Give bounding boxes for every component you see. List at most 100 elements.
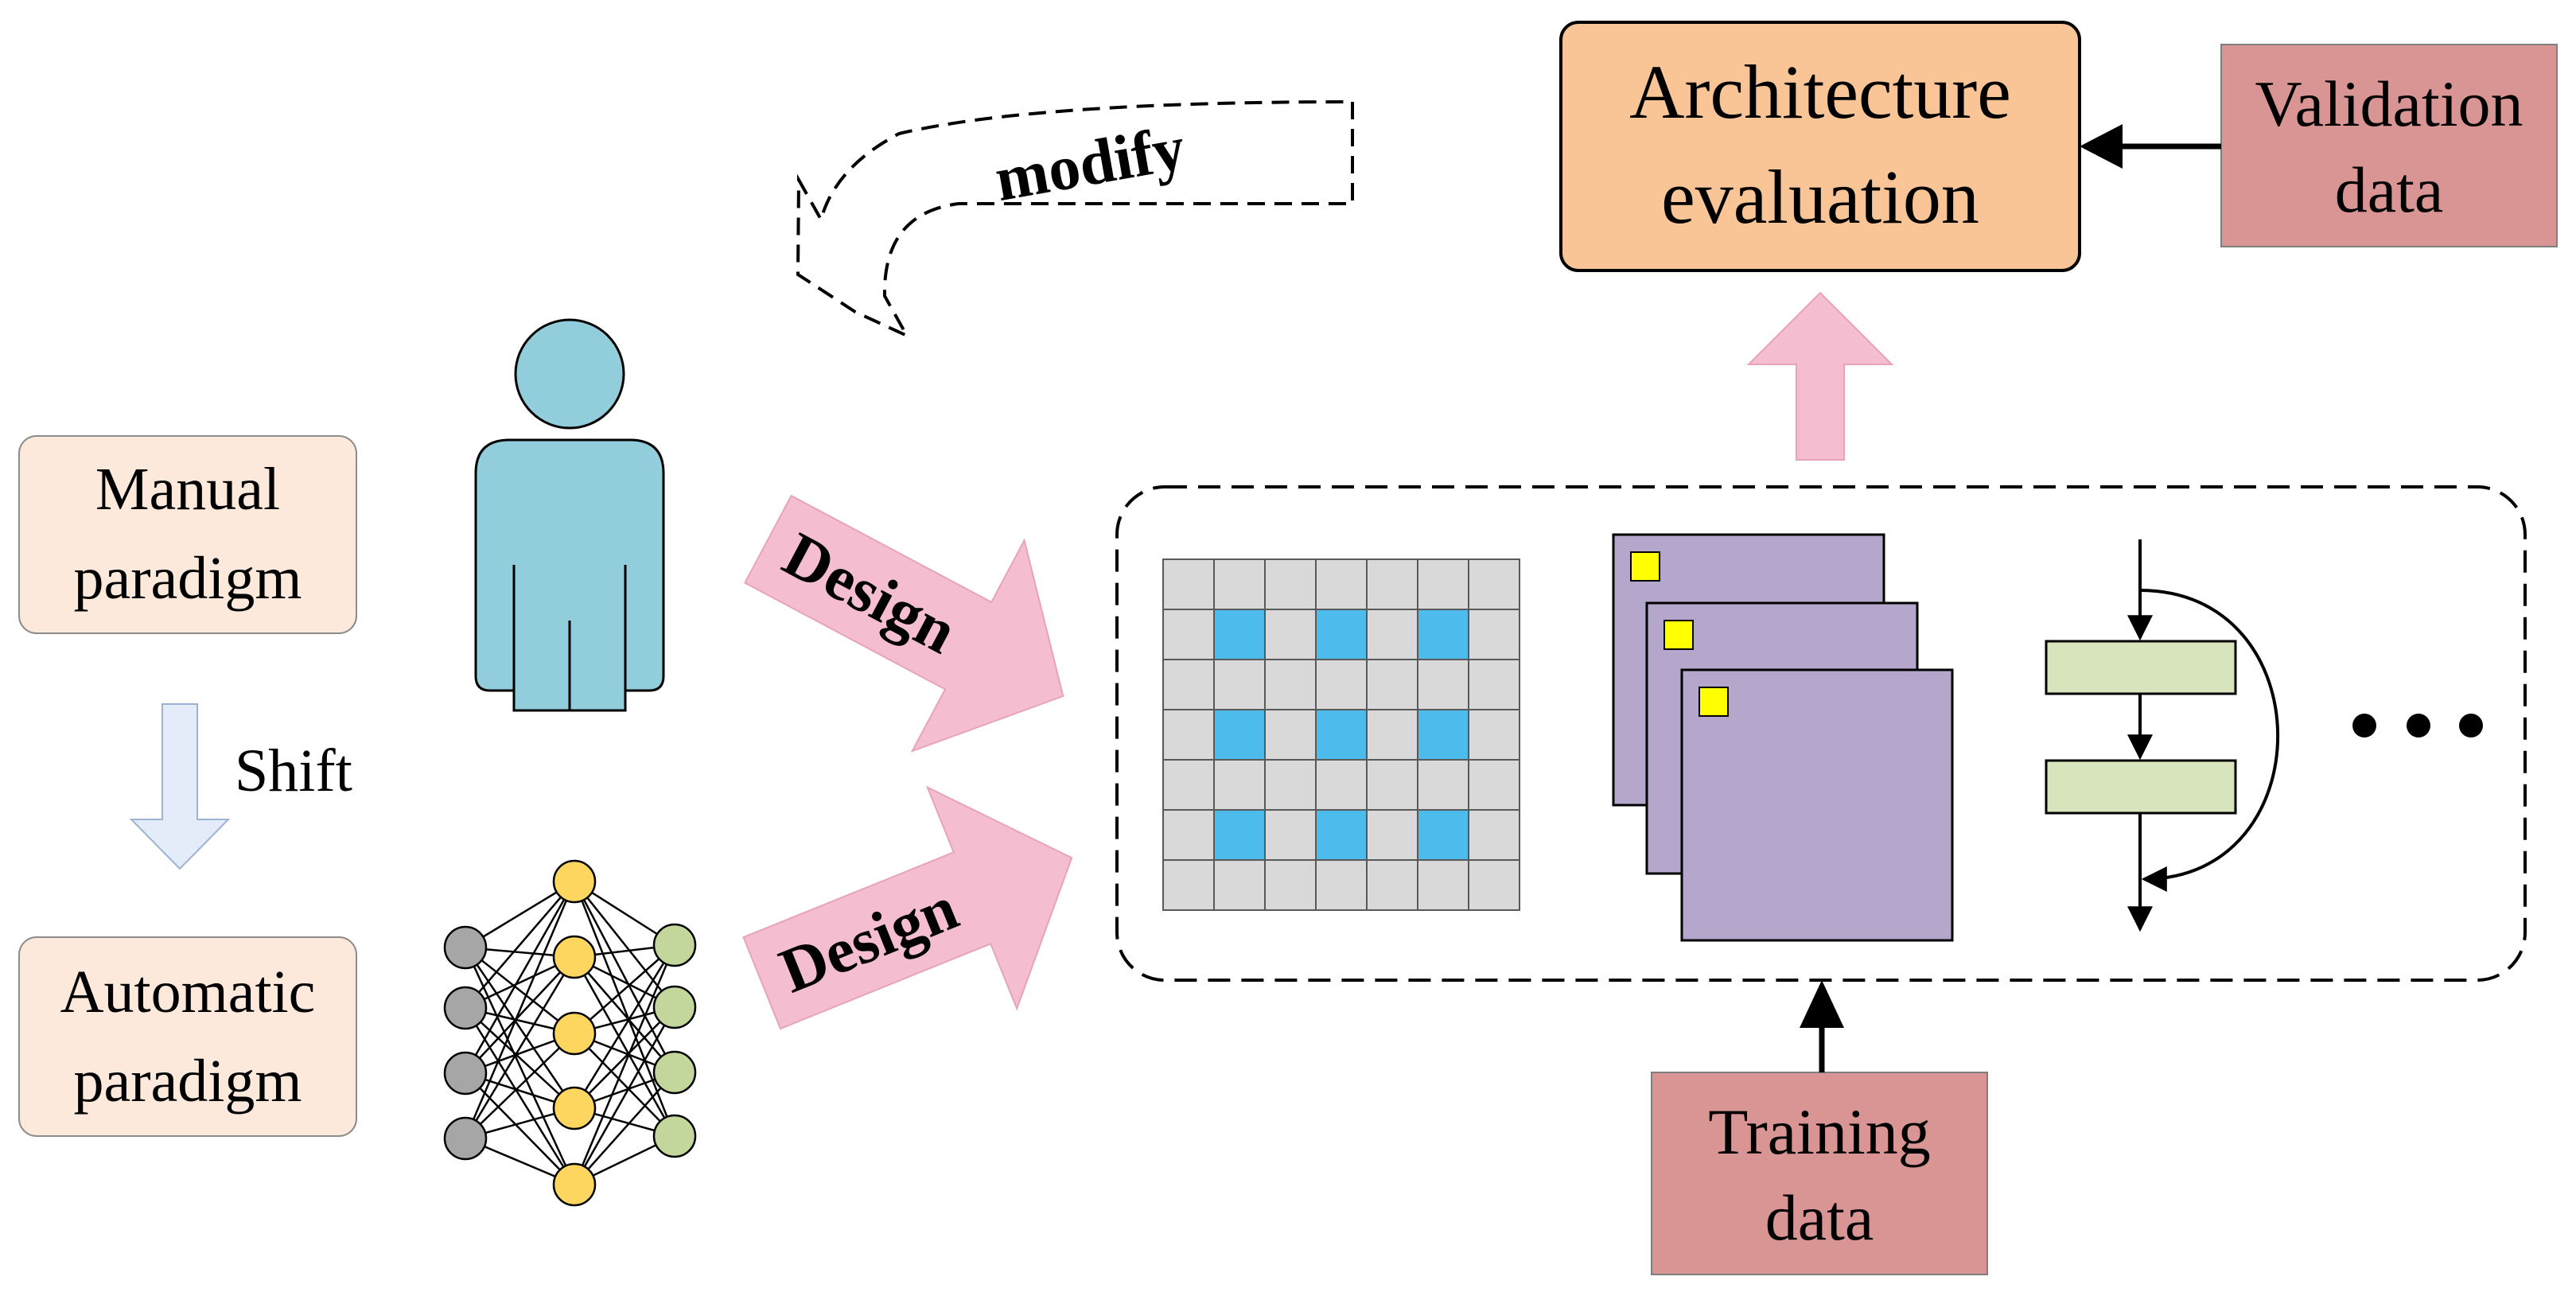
- nn-input-node: [443, 925, 488, 970]
- grid-cell: [1162, 859, 1215, 911]
- grid-cell: [1417, 558, 1469, 610]
- validation-label-line1: Validation: [2255, 68, 2523, 140]
- nn-connection: [574, 956, 675, 1073]
- training-label-line1: Training: [1708, 1095, 1930, 1168]
- grid-cell: [1213, 659, 1266, 710]
- grid-cell: [1264, 709, 1317, 761]
- grid-cell: [1366, 659, 1418, 710]
- arch-label-line1: Architecture: [1629, 49, 2011, 134]
- nn-connection: [464, 1007, 576, 1185]
- grid-cell: [1366, 709, 1418, 761]
- grid-cell: [1213, 859, 1266, 911]
- manual-label-line2: paradigm: [73, 545, 302, 612]
- grid-cell: [1264, 859, 1317, 911]
- grid-cell: [1366, 859, 1418, 911]
- grid-cell: [1366, 558, 1418, 610]
- grid-cell: [1417, 759, 1469, 811]
- grid-cell-highlighted: [1417, 709, 1469, 761]
- person-icon: [474, 318, 665, 712]
- nn-output-node: [652, 985, 697, 1029]
- architecture-evaluation-box: Architecture evaluation: [1559, 21, 2081, 272]
- nn-output-node: [652, 1114, 697, 1158]
- grid-cell: [1264, 659, 1317, 710]
- grid-cell: [1264, 759, 1317, 811]
- nn-connection: [574, 1006, 675, 1109]
- nn-connection: [465, 1072, 575, 1185]
- training-data-box: Training data: [1651, 1072, 1988, 1275]
- residual-block: [2045, 539, 2279, 932]
- grid-cell-highlighted: [1213, 709, 1266, 761]
- grid-cell: [1264, 558, 1317, 610]
- nn-connection: [465, 1033, 575, 1139]
- nn-hidden-node: [552, 935, 597, 979]
- grid-cell-highlighted: [1315, 609, 1368, 660]
- nn-hidden-node: [552, 1011, 597, 1056]
- grid-cell: [1468, 859, 1520, 911]
- grid-cell: [1468, 759, 1520, 811]
- validation-arrow: [2080, 124, 2221, 169]
- nn-input-node: [443, 986, 488, 1030]
- shift-label: Shift: [235, 737, 352, 804]
- grid-cell: [1468, 709, 1520, 761]
- grid-cell-highlighted: [1213, 809, 1266, 861]
- nn-connection: [464, 947, 576, 1109]
- automatic-paradigm-box: Automatic paradigm: [18, 936, 357, 1137]
- grid-cell: [1468, 558, 1520, 610]
- grid-cell: [1162, 759, 1215, 811]
- grid-cell: [1417, 659, 1469, 710]
- grid-cell: [1264, 609, 1317, 660]
- nn-connection: [573, 944, 676, 1109]
- arch-label-line2: evaluation: [1661, 154, 1979, 239]
- nn-hidden-node: [552, 1162, 597, 1207]
- grid-cell: [1213, 558, 1266, 610]
- nn-connection: [465, 947, 575, 1034]
- grid-cell: [1366, 609, 1418, 660]
- grid-cell-highlighted: [1417, 809, 1469, 861]
- shift-arrow: Shift: [129, 703, 352, 870]
- grid-cell: [1468, 659, 1520, 710]
- nn-output-node: [652, 1050, 697, 1095]
- training-arrow: [1800, 980, 1844, 1072]
- nn-hidden-node: [552, 859, 597, 904]
- nn-connection: [573, 881, 676, 1137]
- validation-data-box: Validation data: [2220, 44, 2558, 247]
- grid-cell: [1366, 809, 1418, 861]
- nn-connection: [464, 881, 576, 1074]
- grid-cell: [1315, 558, 1368, 610]
- automatic-label-line1: Automatic: [60, 959, 316, 1025]
- manual-paradigm-box: Manual paradigm: [18, 435, 357, 634]
- validation-label-line2: data: [2335, 154, 2444, 226]
- nn-connection: [573, 944, 676, 1185]
- nn-connection: [573, 881, 676, 1073]
- nn-hidden-node: [552, 1086, 597, 1130]
- grid-cell: [1213, 759, 1266, 811]
- nn-input-node: [443, 1116, 488, 1161]
- search-space-container: [1115, 485, 2527, 982]
- grid-cell: [1417, 859, 1469, 911]
- grid-cell: [1315, 859, 1368, 911]
- nn-connection: [465, 1007, 575, 1109]
- grid-cell-highlighted: [1315, 809, 1368, 861]
- nn-connection: [573, 956, 676, 1137]
- grid-cell: [1366, 759, 1418, 811]
- ellipsis-icon: [2352, 714, 2483, 737]
- nn-connection: [465, 881, 575, 1009]
- grid-cell: [1315, 659, 1368, 710]
- nn-input-node: [443, 1051, 488, 1095]
- dilated-convolution-grid: [1162, 558, 1520, 911]
- grid-cell: [1315, 759, 1368, 811]
- neural-network-icon: [443, 859, 697, 1207]
- grid-cell: [1162, 609, 1215, 660]
- grid-cell: [1162, 558, 1215, 610]
- grid-cell: [1162, 659, 1215, 710]
- nn-connection: [574, 1033, 675, 1137]
- feature-maps-stack: [1612, 533, 1954, 942]
- nn-connection: [573, 1006, 676, 1185]
- grid-cell: [1264, 809, 1317, 861]
- modify-label: modify: [990, 113, 1190, 215]
- grid-cell-highlighted: [1213, 609, 1266, 660]
- training-label-line2: data: [1765, 1181, 1874, 1254]
- modify-arrow: modify: [796, 99, 1354, 340]
- nn-connection: [574, 1072, 675, 1185]
